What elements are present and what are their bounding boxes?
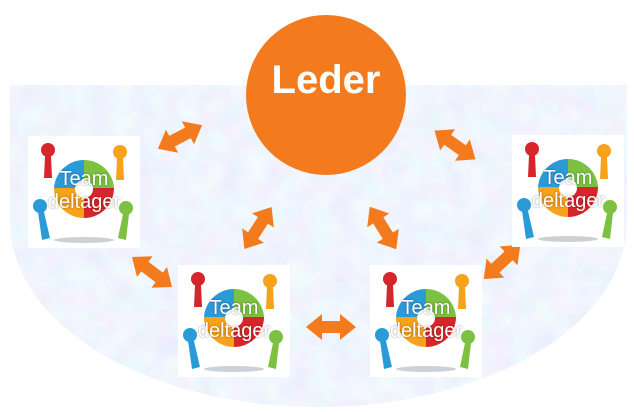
leader-circle bbox=[246, 15, 406, 175]
leader-label: Leder bbox=[271, 58, 381, 102]
